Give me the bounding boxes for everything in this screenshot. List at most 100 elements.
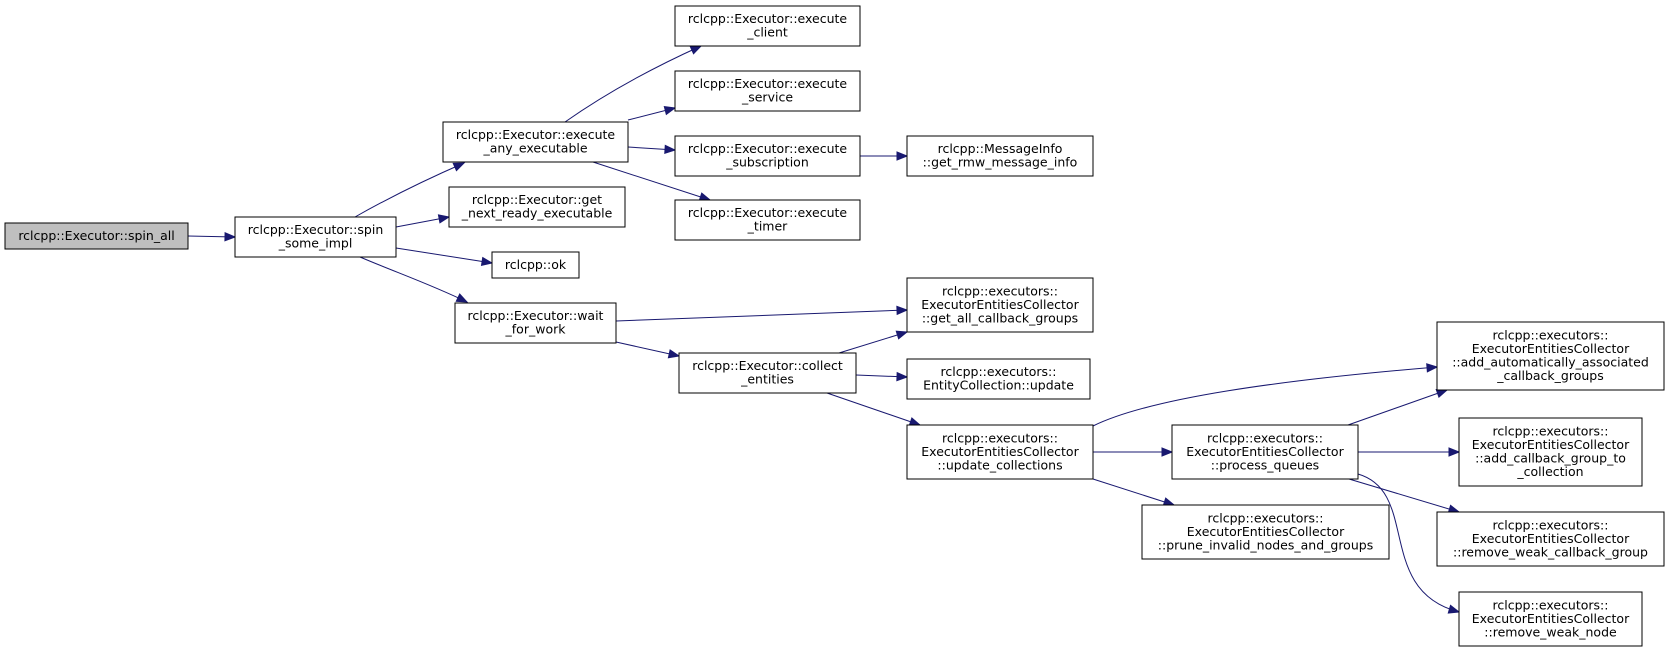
node-execute-subscription[interactable]: rclcpp::Executor::execute_subscription [674,135,861,177]
node-box [491,251,580,279]
node-label-line: rclcpp::ok [505,257,567,272]
node-box [674,135,861,177]
node-spin-some-impl[interactable]: rclcpp::Executor::spin_some_impl [234,216,397,258]
node-execute-any-executable[interactable]: rclcpp::Executor::execute_any_executable [442,121,629,163]
node-box [674,5,861,47]
node-box [1171,424,1359,480]
node-box [442,121,629,163]
arrowhead-icon [664,144,677,155]
arrowhead-icon [663,106,677,116]
edge-wait-for-work-to-get-all-callback-groups [615,305,909,322]
node-label-line: ::get_rmw_message_info [923,155,1078,170]
node-label-line: ::remove_weak_node [1484,624,1617,639]
node-remove-weak-node[interactable]: rclcpp::executors::ExecutorEntitiesColle… [1458,591,1643,647]
arrowhead-icon [896,151,909,161]
node-label-line: EntityCollection::update [923,378,1074,393]
node-label-line: rclcpp::Executor::spin [248,222,384,237]
node-box [906,424,1094,480]
arrowhead-icon [689,45,703,55]
node-box [906,277,1094,333]
node-label-line: rclcpp::executors:: [942,283,1058,298]
node-get-all-callback-groups[interactable]: rclcpp::executors::ExecutorEntitiesColle… [906,277,1094,333]
node-label-line: ::prune_invalid_nodes_and_groups [1158,537,1373,552]
node-add-cb-group[interactable]: rclcpp::executors::ExecutorEntitiesColle… [1458,417,1643,487]
edge-spin-some-impl-to-wait-for-work [359,256,469,303]
node-ok[interactable]: rclcpp::ok [491,251,580,279]
node-label-line: rclcpp::Executor::get [472,192,602,207]
node-label-line: ::get_all_callback_groups [922,310,1078,325]
node-label-line: ExecutorEntitiesCollector [1472,341,1630,356]
node-label-line: rclcpp::executors:: [1493,597,1609,612]
edge-collect-entities-to-entity-update [855,371,909,382]
edge-spin-some-impl-to-ok [395,247,494,267]
node-box [674,70,861,112]
node-execute-service[interactable]: rclcpp::Executor::execute_service [674,70,861,112]
node-box [678,352,857,394]
node-collect-entities[interactable]: rclcpp::Executor::collect_entities [678,352,857,394]
edge-line [395,247,493,264]
edge-spin-some-impl-to-get-next-ready-executable [395,214,451,228]
node-label-line: ExecutorEntitiesCollector [1187,524,1345,539]
node-execute-timer[interactable]: rclcpp::Executor::execute_timer [674,199,861,241]
node-add-auto[interactable]: rclcpp::executors::ExecutorEntitiesColle… [1436,321,1665,391]
node-box [1436,511,1665,567]
edge-line [615,341,680,357]
node-label-line: ExecutorEntitiesCollector [1472,437,1630,452]
node-box [1141,504,1390,560]
arrowhead-icon [896,305,909,316]
node-label-line: _callback_groups [1496,368,1604,383]
node-label-line: ::add_automatically_associated [1452,355,1649,370]
edge-process-queues-to-add-cb-group [1358,447,1461,457]
arrowhead-icon [908,417,922,427]
node-label-line: ::process_queues [1211,457,1319,472]
node-label-line: _entities [740,372,794,387]
node-process-queues[interactable]: rclcpp::executors::ExecutorEntitiesColle… [1171,424,1359,480]
node-label-line: rclcpp::executors:: [942,430,1058,445]
arrowhead-icon [455,293,469,303]
node-box [448,186,626,228]
node-label-line: rclcpp::Executor::execute [688,11,848,26]
node-box [234,216,397,258]
node-remove-weak-cb[interactable]: rclcpp::executors::ExecutorEntitiesColle… [1436,511,1665,567]
edge-execute-subscription-to-get-rmw-message-info [860,151,909,161]
edge-line [615,309,908,322]
edge-line [826,392,921,426]
node-update-collections[interactable]: rclcpp::executors::ExecutorEntitiesColle… [906,424,1094,480]
node-label-line: rclcpp::Executor::execute [688,141,848,156]
node-get-next-ready-executable[interactable]: rclcpp::Executor::get_next_ready_executa… [448,186,626,228]
node-box [1458,417,1643,487]
node-execute-client[interactable]: rclcpp::Executor::execute_client [674,5,861,47]
node-label-line: rclcpp::executors:: [1208,510,1324,525]
edge-execute-any-executable-to-execute-service [627,106,677,121]
node-entity-update[interactable]: rclcpp::executors::EntityCollection::upd… [906,358,1091,400]
node-label-line: rclcpp::executors:: [1493,328,1609,343]
node-label-line: _subscription [725,155,809,170]
node-label-line: _some_impl [278,236,353,251]
node-spin-all[interactable]: rclcpp::Executor::spin_all [4,222,189,250]
node-label-line: rclcpp::Executor::execute [456,127,616,142]
edge-execute-any-executable-to-execute-subscription [627,144,677,155]
node-wait-for-work[interactable]: rclcpp::Executor::wait_for_work [454,302,617,344]
node-label-line: _for_work [505,322,567,337]
node-prune-invalid[interactable]: rclcpp::executors::ExecutorEntitiesColle… [1141,504,1390,560]
node-label-line: rclcpp::Executor::wait [468,308,604,323]
edge-update-collections-to-add-auto [1092,363,1439,427]
node-box [906,358,1091,400]
edge-collect-entities-to-get-all-callback-groups [838,330,909,354]
node-box [1436,321,1665,391]
arrowhead-icon [452,162,466,172]
edges-layer [187,45,1461,614]
node-box [454,302,617,344]
node-label-line: _collection [1516,464,1583,479]
node-label-line: _timer [747,219,788,234]
node-label-line: _client [746,25,788,40]
arrowhead-icon [1161,447,1174,457]
edge-line [1357,473,1460,613]
node-get-rmw-message-info[interactable]: rclcpp::MessageInfo::get_rmw_message_inf… [906,135,1094,177]
arrowhead-icon [1447,604,1461,614]
arrowhead-icon [896,371,909,382]
node-label-line: ::remove_weak_callback_group [1453,544,1648,559]
node-label-line: _next_ready_executable [461,206,613,221]
